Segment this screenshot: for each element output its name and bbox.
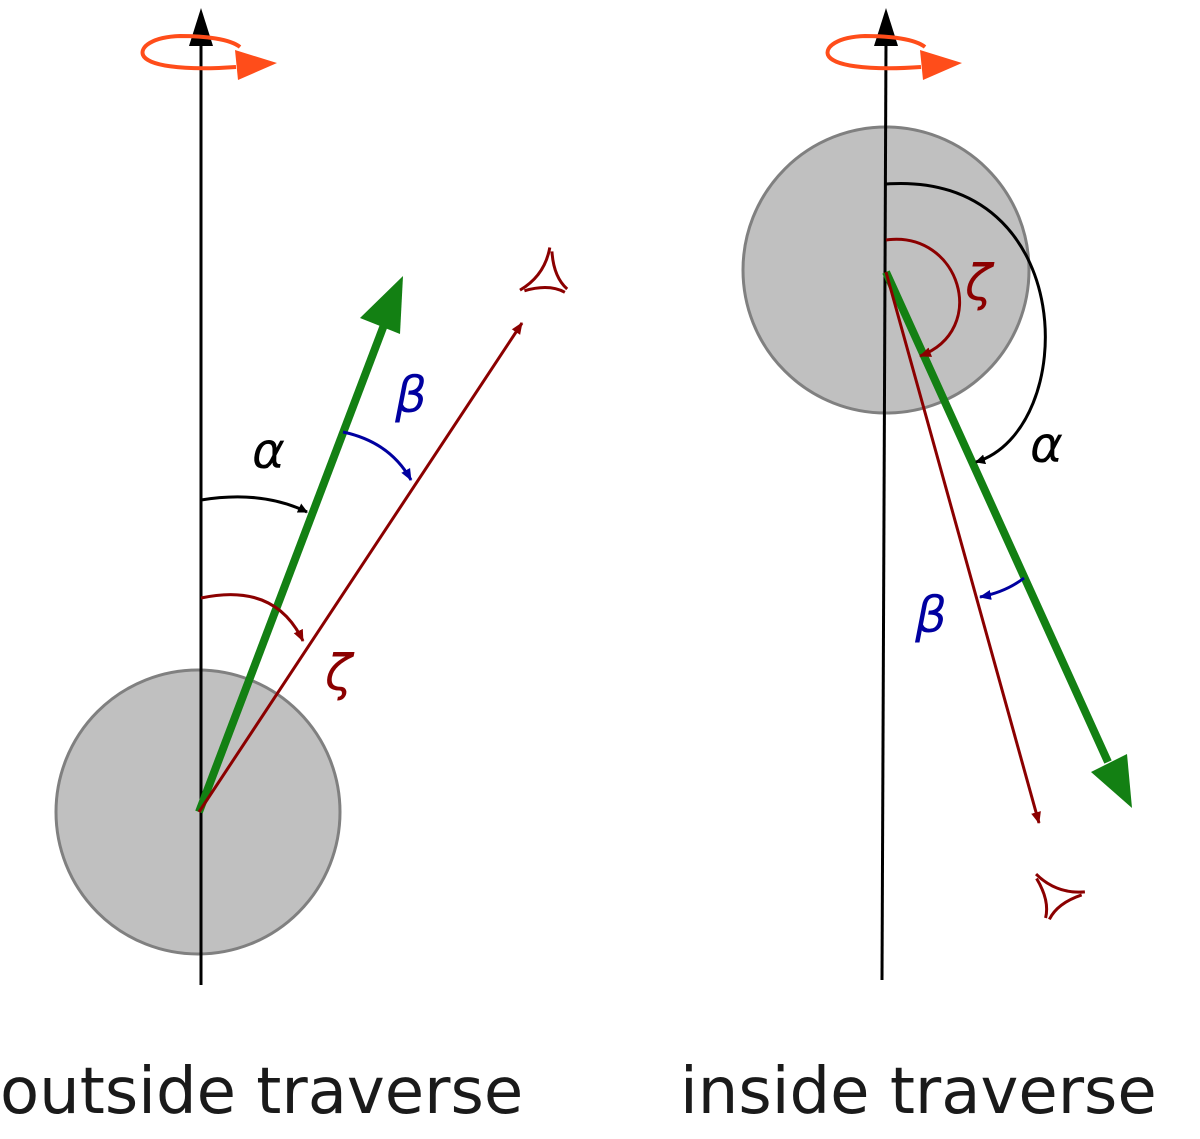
beta-arc <box>979 576 1025 600</box>
alpha-label: α <box>1030 416 1063 474</box>
zeta-label: ζ <box>324 644 355 702</box>
panel-inside-traverse: ζ α β <box>741 8 1132 981</box>
line-of-sight <box>884 271 1041 824</box>
zeta-arc <box>885 237 962 358</box>
alpha-arc <box>885 182 1047 465</box>
eye-icon <box>519 247 569 294</box>
rotation-axis <box>880 39 888 981</box>
magnetic-axis <box>195 323 388 814</box>
beta-arc <box>342 430 413 481</box>
neutron-star <box>54 668 342 956</box>
line-of-sight <box>197 322 524 813</box>
beta-label: β <box>914 586 947 644</box>
beta-label: β <box>394 366 427 424</box>
caption-outside-traverse: outside traverse <box>0 1055 524 1129</box>
zeta-arc <box>200 593 305 642</box>
zeta-label: ζ <box>964 254 995 312</box>
alpha-arc <box>200 495 308 514</box>
rotation-arrow-icon <box>140 33 277 80</box>
magnetic-axis-arrowhead <box>360 276 403 334</box>
rotation-axis-arrowhead <box>874 8 898 46</box>
caption-inside-traverse: inside traverse <box>680 1055 1157 1129</box>
rotation-axis-arrowhead <box>189 8 213 46</box>
eye-icon <box>1034 872 1086 921</box>
panel-outside-traverse: α β ζ <box>54 8 569 985</box>
rotation-arrow-icon <box>825 33 962 80</box>
alpha-label: α <box>252 422 285 480</box>
magnetic-axis-arrowhead <box>1091 754 1132 808</box>
